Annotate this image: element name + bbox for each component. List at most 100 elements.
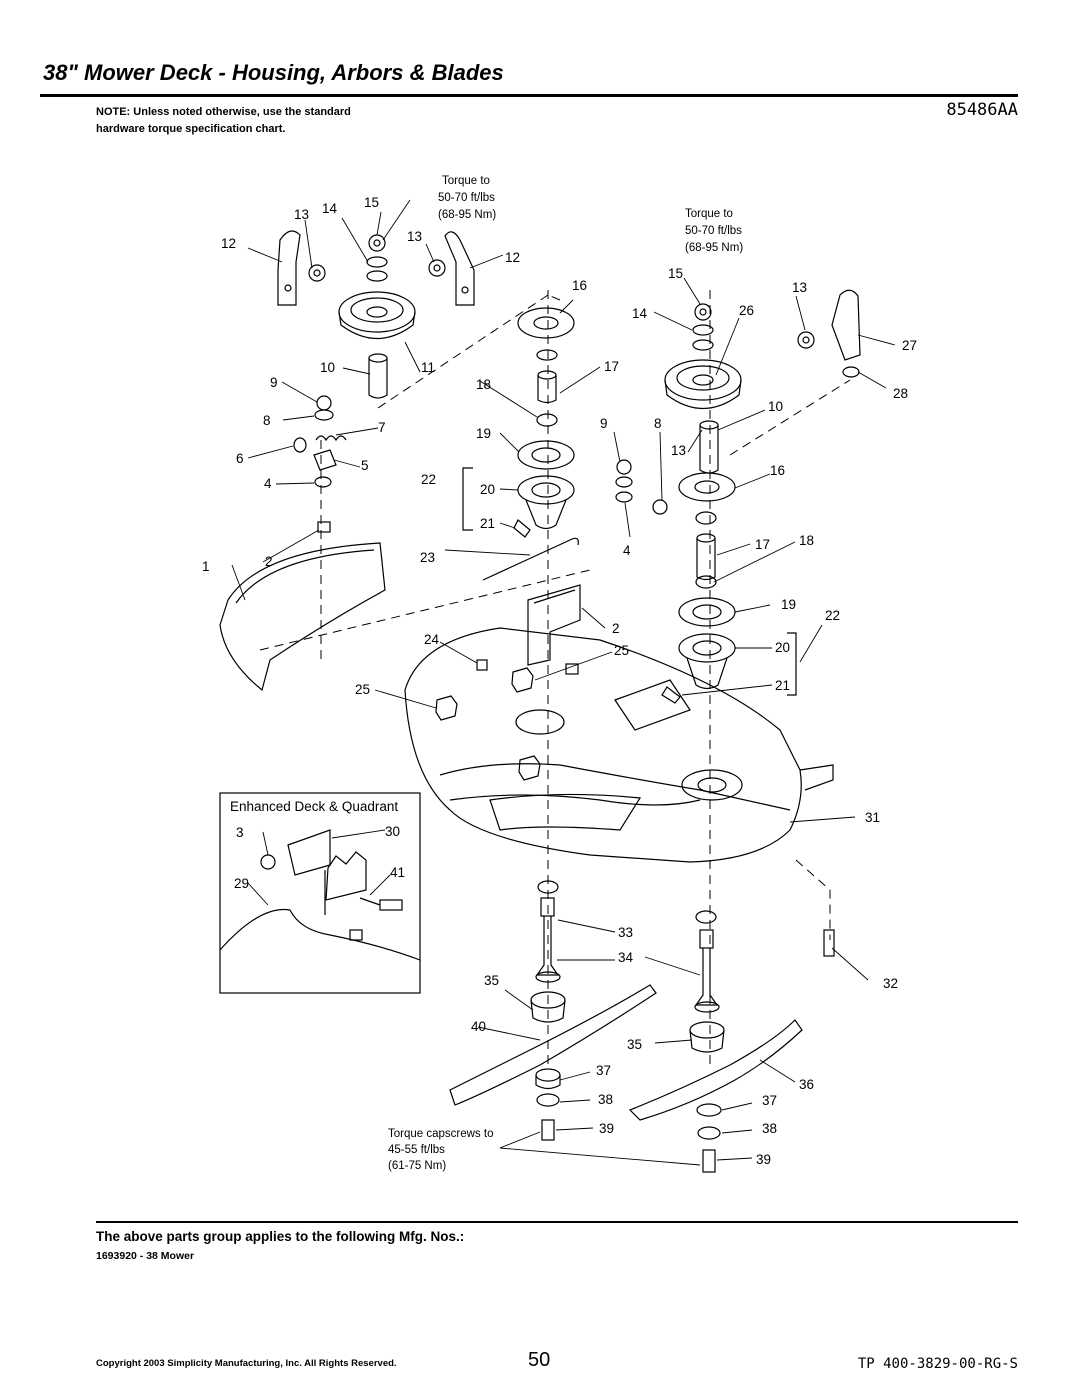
part-label-4b: 4 (623, 543, 631, 558)
part-label-20: 20 (480, 482, 495, 497)
quadrant-plate (527, 584, 581, 666)
part-label-9: 9 (270, 375, 278, 390)
part-label-4: 4 (264, 476, 272, 491)
part-label-37b: 37 (762, 1093, 777, 1108)
part-label-13b: 13 (407, 229, 422, 244)
bracket-right (444, 231, 475, 306)
part-label-19b: 19 (781, 597, 796, 612)
pulley-right (664, 359, 742, 410)
discharge-chute (219, 542, 386, 692)
part-label-12: 12 (221, 236, 236, 251)
plate-5 (313, 449, 337, 471)
torque-right-line2: 50-70 ft/lbs (685, 225, 742, 237)
part-label-22: 22 (421, 472, 436, 487)
part-label-24: 24 (424, 632, 440, 647)
part-label-10b: 10 (768, 399, 783, 414)
part-label-22b: 22 (825, 608, 840, 623)
clip-2 (317, 521, 331, 533)
clip-24 (476, 659, 488, 671)
part-label-38: 38 (598, 1092, 613, 1107)
height-rod-23 (482, 537, 579, 581)
spindle-left (530, 897, 566, 1023)
knob-25-bottom (518, 755, 541, 781)
part-label-16: 16 (572, 278, 587, 293)
torque-note: NOTE: Unless noted otherwise, use the st… (96, 106, 351, 135)
knob-25-center (511, 667, 534, 693)
torque-blades-line2: 45-55 ft/lbs (388, 1144, 445, 1156)
part-label-13d: 13 (792, 280, 807, 295)
part-label-36: 36 (799, 1077, 814, 1092)
bracket-left (277, 230, 301, 306)
document-number: TP 400-3829-00-RG-S (857, 1356, 1018, 1372)
mfg-number: 1693920 - 38 Mower (96, 1250, 195, 1262)
torque-left-line1: Torque to (442, 175, 490, 187)
torque-left-line2: 50-70 ft/lbs (438, 192, 495, 204)
fasteners (293, 234, 860, 924)
torque-blades-line3: (61-75 Nm) (388, 1160, 446, 1172)
applies-heading: The above parts group applies to the fol… (96, 1229, 465, 1244)
part-label-33: 33 (618, 925, 633, 940)
part-label-18b: 18 (799, 533, 814, 548)
part-label-2: 2 (265, 554, 273, 569)
part-label-21b: 21 (775, 678, 790, 693)
part-label-20b: 20 (775, 640, 790, 655)
part-label-35: 35 (484, 973, 499, 988)
torque-left-line3: (68-95 Nm) (438, 209, 496, 221)
part-label-39b: 39 (756, 1152, 771, 1167)
blade-right (628, 1019, 803, 1121)
spindle-housing-right (661, 472, 736, 704)
spacer-10 (368, 353, 388, 399)
part-label-16b: 16 (770, 463, 785, 478)
part-label-11: 11 (421, 360, 435, 375)
part-label-12b: 12 (505, 250, 520, 265)
part-label-35b: 35 (627, 1037, 642, 1052)
diagram-code: 85486AA (946, 100, 1018, 120)
inset-enhanced-deck (219, 792, 421, 994)
blade-hardware (535, 929, 835, 1173)
part-label-31: 31 (865, 810, 880, 825)
part-label-40: 40 (471, 1019, 486, 1034)
part-label-25: 25 (355, 682, 370, 697)
torque-right-line1: Torque to (685, 208, 733, 220)
part-label-14b: 14 (632, 306, 648, 321)
part-label-41: 41 (390, 865, 405, 880)
part-labels: 1 2 2 3 4 4 5 6 7 8 8 9 9 10 10 11 12 12… (202, 195, 917, 1167)
part-label-15b: 15 (668, 266, 683, 281)
part-label-19: 19 (476, 426, 491, 441)
part-label-2b: 2 (612, 621, 620, 636)
part-label-30: 30 (385, 824, 400, 839)
part-label-32: 32 (883, 976, 898, 991)
part-label-8: 8 (263, 413, 271, 428)
title-rule (40, 94, 1018, 97)
part-label-17b: 17 (755, 537, 770, 552)
part-label-13: 13 (294, 207, 309, 222)
deck-housing (404, 627, 834, 863)
part-label-14: 14 (322, 201, 338, 216)
part-label-23: 23 (420, 550, 435, 565)
part-label-37: 37 (596, 1063, 611, 1078)
pulley-left (338, 291, 416, 340)
part-label-13c: 13 (671, 443, 686, 458)
part-label-25b: 25 (614, 643, 629, 658)
inset-title: Enhanced Deck & Quadrant (230, 799, 398, 814)
part-label-21: 21 (480, 516, 495, 531)
copyright: Copyright 2003 Simplicity Manufacturing,… (96, 1358, 397, 1369)
part-label-1: 1 (202, 559, 210, 574)
page-number: 50 (528, 1349, 551, 1371)
torque-callouts: Torque to 50-70 ft/lbs (68-95 Nm) Torque… (388, 175, 743, 1172)
part-label-39: 39 (599, 1121, 614, 1136)
part-label-9b: 9 (600, 416, 608, 431)
part-label-29: 29 (234, 876, 249, 891)
part-label-17: 17 (604, 359, 619, 374)
part-label-34: 34 (618, 950, 634, 965)
part-label-7: 7 (378, 420, 386, 435)
part-label-5: 5 (361, 458, 369, 473)
part-label-27: 27 (902, 338, 917, 353)
part-label-10: 10 (320, 360, 335, 375)
leader-lines (231, 199, 896, 1166)
part-label-28: 28 (893, 386, 908, 401)
spring-7 (315, 435, 347, 442)
part-label-38b: 38 (762, 1121, 777, 1136)
part-label-26: 26 (739, 303, 754, 318)
